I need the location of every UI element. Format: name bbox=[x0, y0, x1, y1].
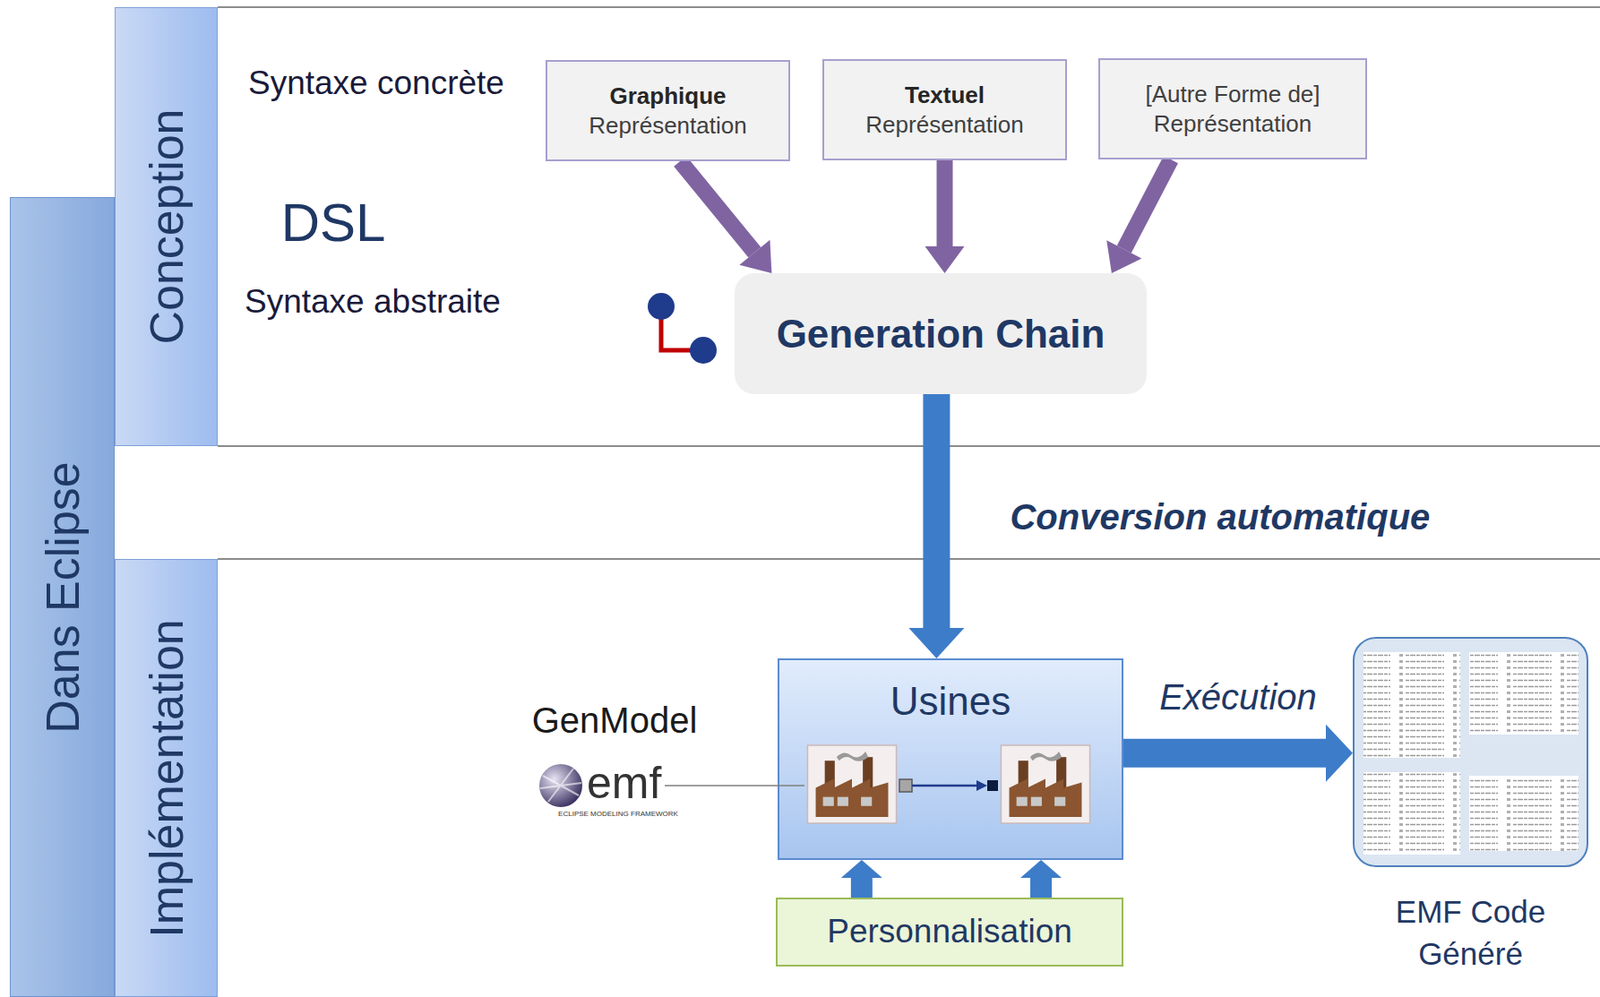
illustration-part bbox=[217, 558, 1600, 560]
logo-subtitle: ECLIPSE MODELING FRAMEWORK bbox=[558, 809, 679, 818]
arrow-head bbox=[841, 860, 883, 878]
syntax-label: Syntaxe concrète bbox=[248, 64, 505, 103]
edge-label: Conversion automatique bbox=[1009, 496, 1430, 537]
node-text: Generation Chain bbox=[776, 309, 1106, 359]
generated-code-box: EMF Code Généré bbox=[1352, 636, 1589, 978]
flow-arrow bbox=[925, 160, 965, 274]
band-title: Conception bbox=[139, 108, 194, 345]
node-text: Représentation bbox=[588, 111, 747, 141]
illustration-part bbox=[539, 764, 583, 808]
representation-box: [Autre Forme de] Représentation bbox=[1098, 58, 1368, 160]
logo-text: emf bbox=[586, 756, 662, 809]
arrow-head bbox=[1325, 724, 1353, 783]
illustration-part bbox=[689, 336, 717, 364]
arrow-shaft bbox=[922, 394, 950, 628]
arrow-shaft bbox=[679, 161, 755, 253]
syntax-label: Syntaxe abstraite bbox=[244, 283, 501, 321]
band-title: Dans Eclipse bbox=[35, 461, 90, 733]
arrow-shaft bbox=[1124, 159, 1171, 250]
generation-chain-box: Generation Chain bbox=[734, 273, 1147, 395]
band-title: Implémentation bbox=[139, 619, 194, 938]
flow-arrow bbox=[1123, 724, 1353, 783]
node-text: Représentation bbox=[865, 110, 1024, 140]
arrow-head bbox=[908, 627, 964, 659]
illustration-part bbox=[217, 6, 1600, 9]
environment-band: Dans Eclipse bbox=[9, 197, 115, 997]
flow-arrow bbox=[679, 161, 772, 274]
arrow-shaft bbox=[851, 877, 873, 898]
customisation-box: Personnalisation bbox=[775, 897, 1124, 967]
edge-label: Exécution bbox=[1159, 676, 1317, 717]
flow-arrow bbox=[841, 860, 883, 898]
illustration-part bbox=[217, 445, 1600, 448]
dsl-label: DSL bbox=[281, 191, 387, 254]
illustration-part bbox=[540, 768, 582, 802]
node-text: Textuel bbox=[904, 80, 985, 111]
illustration-part bbox=[647, 292, 675, 320]
flow-arrow bbox=[1020, 860, 1062, 898]
node-text: Usines bbox=[890, 676, 1012, 726]
representation-box: GraphiqueReprésentation bbox=[545, 60, 791, 162]
node-text: [Autre Forme de] Représentation bbox=[1112, 79, 1353, 138]
flow-arrow bbox=[1106, 159, 1171, 274]
representation-box: TextuelReprésentation bbox=[822, 59, 1067, 161]
arrow-head bbox=[925, 246, 965, 274]
arrow-shaft bbox=[937, 160, 954, 247]
node-text: Personnalisation bbox=[826, 911, 1073, 953]
phase-band: Conception bbox=[114, 7, 218, 447]
factories-box: Usines bbox=[777, 658, 1124, 861]
arrow-shaft bbox=[1123, 739, 1326, 768]
arrow-head bbox=[1106, 240, 1142, 274]
node-text: EMF Code Généré bbox=[1372, 890, 1570, 976]
arrow-head bbox=[739, 240, 772, 274]
phase-band: Implémentation bbox=[114, 559, 218, 997]
code-screenshot-frame bbox=[1352, 636, 1589, 868]
genmodel-label: GenModel bbox=[532, 700, 698, 741]
arrow-shaft bbox=[1030, 877, 1052, 898]
node-text: Graphique bbox=[609, 81, 726, 112]
arrow-head bbox=[1020, 860, 1062, 878]
flow-arrow bbox=[908, 394, 964, 659]
